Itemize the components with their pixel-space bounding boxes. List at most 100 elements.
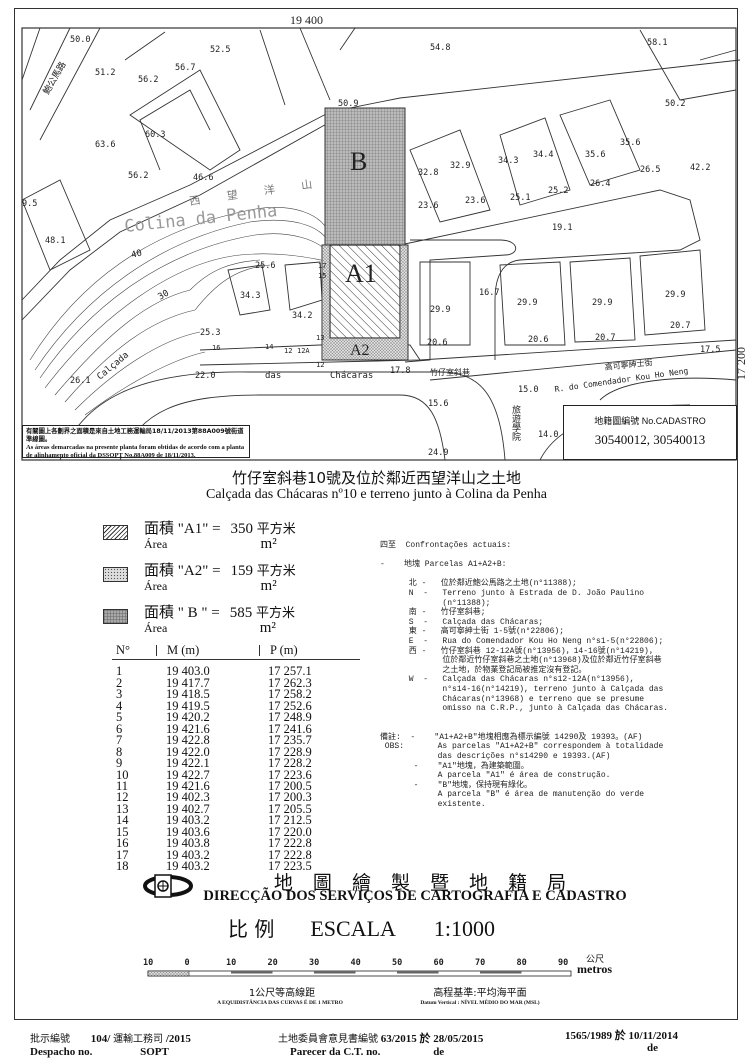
legend-a1-unit-cn: 平方米 [256, 522, 296, 537]
p-coordinate: 17 257.1 [268, 664, 312, 679]
svg-text:15.6: 15.6 [428, 399, 448, 409]
svg-text:19.1: 19.1 [552, 223, 572, 233]
m-coordinate: 19 403.8 [166, 836, 210, 851]
svg-text:14.0: 14.0 [538, 430, 558, 440]
point-number: 1 [116, 664, 123, 679]
scale-tick-label: 70 [475, 958, 485, 968]
p-coordinate: 17 262.3 [268, 675, 312, 690]
grid-y-label: 17 200 [734, 347, 748, 380]
p-coordinate: 17 222.8 [268, 836, 312, 851]
svg-text:51.2: 51.2 [95, 68, 115, 78]
datum-pt: Datum Vertical : NÍVEL MÉDIO DO MAR (MSL… [420, 1000, 540, 1006]
svg-text:63.6: 63.6 [95, 140, 115, 150]
street2-label-pt: R. do Comendador Kou Ho Neng [554, 366, 689, 394]
m-coordinate: 19 403.2 [166, 847, 210, 862]
header-p: P (m) [270, 643, 298, 657]
m-coordinate: 19 418.5 [166, 687, 210, 702]
point-number: 16 [116, 836, 129, 851]
road-label-calcada: Calçada [96, 350, 131, 382]
svg-text:15: 15 [318, 272, 326, 280]
svg-text:35.6: 35.6 [620, 138, 640, 148]
legend-b-unit: m² [259, 620, 276, 636]
point-number: 11 [116, 778, 129, 793]
legend-b-unit-cn: 平方米 [255, 606, 295, 621]
legend-a1-label: 面積 "A1" = [144, 521, 221, 537]
svg-text:20.7: 20.7 [670, 321, 690, 331]
svg-text:14: 14 [265, 343, 273, 351]
point-number: 13 [116, 801, 129, 816]
street-label-cn: 鮑公馬路 [40, 59, 68, 96]
dscc-logo-icon [143, 874, 193, 898]
m-coordinate: 19 403.2 [166, 813, 210, 828]
equidistance-pt: A EQUIDISTÂNCIA DAS CURVAS É DE 1 METRO [217, 1000, 343, 1006]
scale-label: ESCALA [310, 916, 396, 941]
svg-text:60.3: 60.3 [145, 130, 165, 140]
scale-unit-cn: 公尺 [586, 955, 605, 965]
p-coordinate: 17 222.8 [268, 847, 312, 862]
parcel-b-label: B [350, 147, 367, 176]
point-number: 12 [116, 790, 129, 805]
despacho-year: /2015 [165, 1033, 191, 1045]
scale-ratio: 1:1000 [433, 916, 496, 941]
legend-a2-unit: m² [260, 578, 277, 594]
point-number: 6 [116, 721, 123, 736]
table-row: 11 19 421.6 17 200.5 [112, 778, 360, 793]
svg-text:17: 17 [318, 262, 326, 270]
m-coordinate: 19 402.7 [166, 801, 210, 816]
legend-a1-pt: Área [144, 537, 168, 551]
scale-tick-label: 50 [392, 958, 402, 968]
street4-label-cn: 旅遊學院 [510, 404, 521, 442]
legend-b-label: 面積 " B " = [144, 605, 220, 621]
scale-tick-label: 40 [351, 958, 361, 968]
lot-number-labels: 16 14 12 12A 12 13 17 15 [212, 262, 326, 369]
p-coordinate: 17 235.7 [268, 733, 312, 748]
m-coordinate: 19 403.2 [166, 859, 210, 874]
svg-text:56.7: 56.7 [175, 63, 195, 73]
svg-text:9.5: 9.5 [22, 199, 37, 209]
svg-text:58.1: 58.1 [647, 38, 667, 48]
m-coordinate: 19 421.6 [166, 721, 210, 736]
p-coordinate: 17 200.5 [268, 778, 312, 793]
p-coordinate: 17 241.6 [268, 721, 312, 736]
parecer-value: 63/2015 於 28/05/2015 [380, 1033, 484, 1045]
m-coordinate: 19 419.5 [166, 698, 210, 713]
svg-text:20.7: 20.7 [595, 333, 615, 343]
sheet-frame [14, 8, 738, 1020]
road-label-das: das [265, 371, 281, 381]
point-number: 17 [116, 847, 129, 862]
elevation-labels: 50.0 52.5 56.7 54.8 51.2 56.2 63.6 60.3 … [22, 35, 720, 458]
p-coordinate: 17 205.5 [268, 801, 312, 816]
datum-cn: 高程基準:平均海平面 [433, 988, 527, 999]
scale-unit: metros [577, 962, 613, 976]
m-coordinate: 19 422.7 [166, 767, 210, 782]
parcel-b [324, 107, 406, 246]
scale-tick-label: 90 [558, 958, 568, 968]
svg-text:29.9: 29.9 [665, 290, 685, 300]
point-number: 5 [116, 710, 123, 725]
other-value: 1565/1989 於 10/11/2014 [565, 1030, 679, 1042]
footer-despacho: 批示編號 104/ 運輸工務司 /2015 Despacho no. SOPT [30, 1033, 191, 1058]
footer-parecer: 土地委員會意見書編號 63/2015 於 28/05/2015 Parecer … [278, 1033, 483, 1058]
m-coordinate: 19 420.2 [166, 710, 210, 725]
m-coordinate: 19 421.6 [166, 778, 210, 793]
svg-text:12A: 12A [297, 347, 310, 355]
svg-text:12: 12 [284, 347, 292, 355]
svg-text:29.9: 29.9 [517, 298, 537, 308]
legend-b-value: 585 [229, 605, 253, 621]
svg-text:42.2: 42.2 [690, 163, 710, 173]
point-number: 15 [116, 824, 129, 839]
title-pt: Calçada das Chácaras nº10 e terreno junt… [206, 487, 547, 502]
scale-segment [231, 971, 273, 974]
scale-segment [314, 971, 356, 974]
svg-text:48.1: 48.1 [45, 236, 65, 246]
scale-tick-label: 0 [185, 958, 190, 968]
svg-text:25.6: 25.6 [255, 261, 275, 271]
svg-text:32.9: 32.9 [450, 161, 470, 171]
